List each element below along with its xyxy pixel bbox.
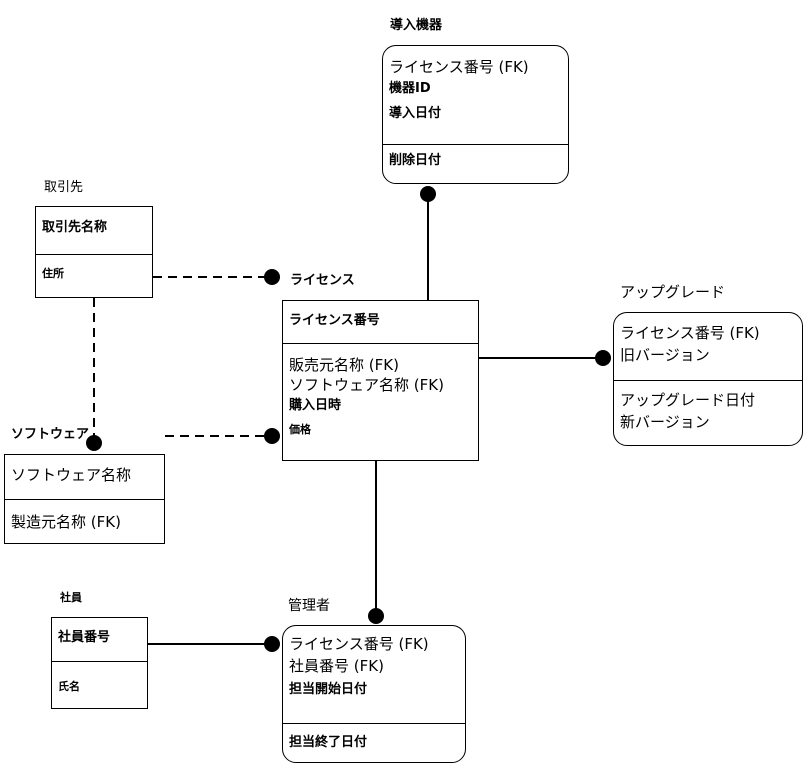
key-section: 社員番号	[52, 618, 147, 662]
entity-license[interactable]: ライセンス番号 販売元名称 (FK) ソフトウェア名称 (FK) 購入日時 価格	[282, 300, 479, 461]
many-dot-license-software	[264, 428, 280, 444]
attr: ソフトウェア名称	[11, 466, 132, 484]
attr: ライセンス番号 (FK)	[289, 635, 429, 653]
attr-section: 削除日付	[383, 150, 568, 172]
attr-section: 担当終了日付	[283, 732, 465, 754]
entity-shain[interactable]: 社員番号 氏名	[51, 617, 148, 709]
attr: ソフトウェア名称 (FK)	[289, 376, 444, 394]
many-dot-kanri-shain	[264, 636, 280, 652]
attr: ライセンス番号 (FK)	[389, 58, 529, 76]
attr-section: 住所	[36, 263, 152, 285]
key-section: ライセンス番号 (FK) 旧バージョン	[614, 313, 802, 381]
many-dot-license-torihiki	[264, 269, 280, 285]
attr-section: 氏名	[52, 676, 147, 698]
attr: ライセンス番号	[289, 313, 380, 328]
key-section: ライセンス番号	[283, 301, 478, 344]
entity-torihiki[interactable]: 取引先名称 住所	[35, 206, 153, 298]
key-section: ライセンス番号 (FK) 社員番号 (FK) 担当開始日付	[283, 626, 465, 724]
attr: 削除日付	[389, 153, 442, 168]
attr-section: アップグレード日付 新バージョン	[614, 389, 802, 433]
many-dot-kanri-license	[368, 608, 384, 624]
attr: 導入日付	[389, 106, 442, 121]
attr-section: 製造元名称 (FK)	[5, 511, 164, 533]
attr: ライセンス番号 (FK)	[620, 324, 760, 342]
entity-title-upgrade: アップグレード	[620, 283, 726, 301]
entity-kanri[interactable]: ライセンス番号 (FK) 社員番号 (FK) 担当開始日付 担当終了日付	[282, 625, 466, 763]
attr: 担当開始日付	[289, 682, 368, 697]
attr: 社員番号	[58, 630, 111, 645]
attr: 氏名	[58, 680, 80, 693]
key-section: 取引先名称	[36, 207, 152, 255]
attr: 新バージョン	[620, 413, 710, 431]
attr: 機器ID	[389, 81, 431, 96]
entity-software[interactable]: ソフトウェア名称 製造元名称 (FK)	[4, 454, 165, 544]
key-section: ソフトウェア名称	[5, 455, 164, 500]
attr: 製造元名称 (FK)	[11, 513, 121, 531]
many-dot-upgrade	[595, 350, 611, 366]
attr-section: 販売元名称 (FK) ソフトウェア名称 (FK) 購入日時 価格	[283, 355, 478, 443]
entity-donyu[interactable]: ライセンス番号 (FK) 機器ID 導入日付 削除日付	[382, 45, 569, 184]
attr: 社員番号 (FK)	[289, 657, 384, 675]
entity-title-kanri: 管理者	[288, 598, 330, 614]
many-dot-donyu	[420, 186, 436, 202]
entity-title-torihiki: 取引先	[44, 180, 84, 195]
attr: 取引先名称	[42, 220, 108, 235]
entity-title-shain: 社員	[60, 591, 82, 604]
attr: 旧バージョン	[620, 346, 710, 364]
entity-title-license: ライセンス	[290, 273, 355, 288]
key-section: ライセンス番号 (FK) 機器ID 導入日付	[383, 46, 568, 145]
attr: 価格	[289, 423, 311, 436]
attr: 購入日時	[289, 398, 342, 413]
entity-title-donyu: 導入機器	[390, 18, 443, 33]
entity-title-software: ソフトウェア	[11, 427, 90, 442]
entity-upgrade[interactable]: ライセンス番号 (FK) 旧バージョン アップグレード日付 新バージョン	[613, 312, 803, 446]
attr: 担当終了日付	[289, 735, 368, 750]
attr: 住所	[42, 267, 64, 280]
attr: アップグレード日付	[620, 391, 756, 409]
attr: 販売元名称 (FK)	[289, 356, 399, 374]
